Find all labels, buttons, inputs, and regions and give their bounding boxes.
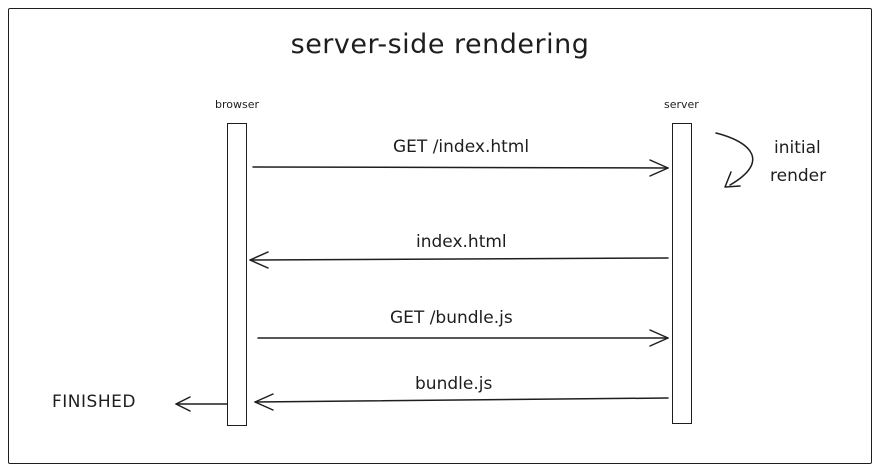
message-arrow-index-html — [249, 251, 669, 269]
message-arrow-get-bundle — [257, 329, 669, 347]
server-note-line2: render — [770, 166, 827, 186]
diagram-title: server-side rendering — [290, 29, 590, 60]
actor-label-browser: browser — [215, 98, 260, 111]
message-arrow-bundle-js — [254, 393, 669, 411]
finished-label: FINISHED — [52, 392, 136, 412]
self-render-arrow — [715, 132, 754, 188]
message-label: bundle.js — [415, 374, 493, 394]
browser-lifeline — [227, 123, 247, 426]
server-lifeline — [672, 123, 692, 424]
server-note-line1: initial — [774, 138, 821, 158]
message-label: index.html — [416, 232, 507, 252]
message-arrow-get-index — [252, 159, 669, 177]
finished-arrow — [175, 396, 228, 412]
message-label: GET /bundle.js — [390, 308, 513, 328]
actor-label-server: server — [664, 98, 699, 111]
message-label: GET /index.html — [393, 137, 530, 157]
diagram-frame — [8, 8, 872, 464]
